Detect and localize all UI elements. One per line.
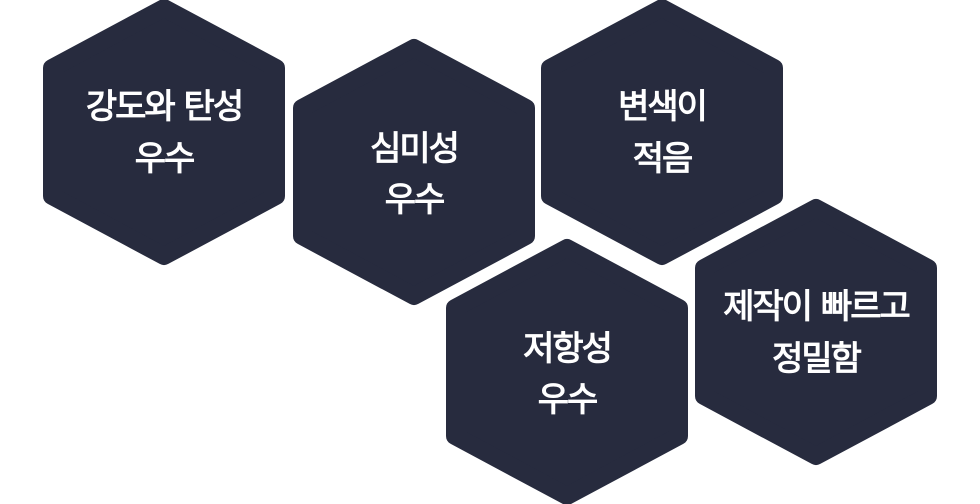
hexagon-discoloration-line2: 적음 (633, 139, 693, 179)
hexagon-aesthetic: 심미성 우수 (293, 39, 535, 305)
hexagon-strength-line1: 강도와 탄성 (86, 87, 242, 127)
hexagon-precision-line2: 정밀함 (772, 339, 862, 379)
hexagon-aesthetic-line2: 우수 (385, 180, 445, 220)
hexagon-discoloration: 변색이 적음 (541, 0, 783, 265)
hexagon-strength-line2: 우수 (135, 139, 195, 179)
hexagon-discoloration-line1: 변색이 (618, 87, 706, 127)
hexagon-precision: 제작이 빠르고 정밀함 (695, 199, 937, 465)
hexagon-precision-line1: 제작이 빠르고 (723, 287, 910, 327)
hexagon-strength: 강도와 탄성 우수 (43, 0, 285, 265)
hexagon-resistance-line2: 우수 (538, 380, 598, 420)
hexagon-precision-shape (695, 199, 937, 465)
hexagon-strength-shape (43, 0, 285, 265)
hexagon-resistance: 저항성 우수 (446, 239, 688, 504)
hexagon-aesthetic-shape (293, 39, 535, 305)
hexagon-aesthetic-line1: 심미성 (370, 129, 458, 169)
hexagon-resistance-shape (446, 239, 688, 504)
hexagon-discoloration-shape (541, 0, 783, 265)
hexagon-resistance-line1: 저항성 (523, 329, 611, 369)
